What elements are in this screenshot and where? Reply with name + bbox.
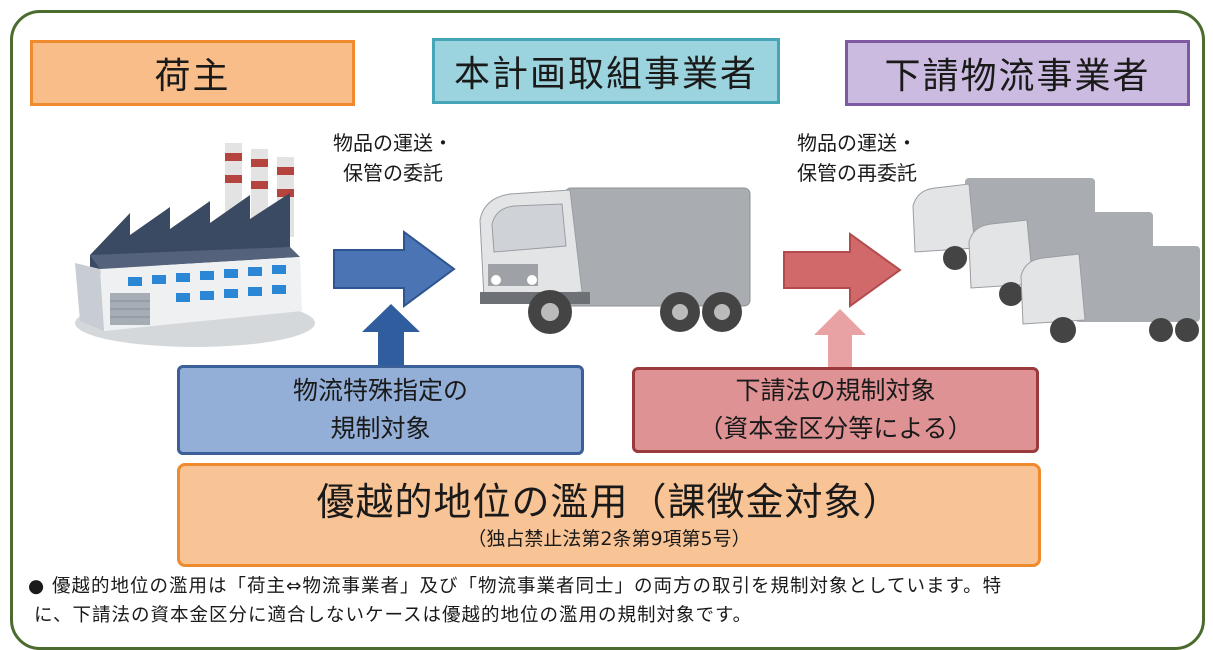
consign-label-line1: 物品の運送・ (333, 131, 453, 155)
reconsign-label-line2: 保管の再委託 (797, 161, 917, 185)
footnote-line2: に、下請法の資本金区分に適合しないケースは優越的地位の濫用の規制対象です。 (34, 605, 753, 626)
header-main-operator: 本計画取組事業者 (432, 38, 780, 104)
header-main-operator-label: 本計画取組事業者 (453, 54, 758, 95)
header-shipper-label: 荷主 (154, 56, 231, 97)
header-subcontractor-label: 下請物流事業者 (884, 56, 1151, 97)
factory-icon (75, 143, 315, 347)
abuse-subtitle: （独占禁止法第2条第9項第5号） (467, 528, 751, 550)
subcontract-up-arrow-icon (814, 309, 866, 367)
truck-fleet-icon (912, 178, 1200, 343)
reconsign-label: 物品の運送・ 保管の再委託 (772, 128, 942, 188)
subcontract-box-line2: （資本金区分等による） (698, 414, 973, 443)
header-subcontractor: 下請物流事業者 (845, 40, 1190, 106)
logistics-box-line2: 規制対象 (330, 414, 431, 443)
abuse-of-dominance-box: 優越的地位の濫用（課徴金対象） （独占禁止法第2条第9項第5号） (177, 463, 1041, 567)
abuse-title: 優越的地位の濫用（課徴金対象） (316, 480, 902, 524)
footnote: ● 優越的地位の濫用は「荷主⇔物流事業者」及び「物流事業者同士」の両方の取引を規… (28, 572, 1198, 630)
reconsign-arrow-icon (783, 232, 902, 308)
reconsign-label-line1: 物品の運送・ (797, 131, 917, 155)
bullet-icon: ● (28, 576, 46, 597)
footnote-line1: ● 優越的地位の濫用は「荷主⇔物流事業者」及び「物流事業者同士」の両方の取引を規… (28, 572, 1198, 601)
header-shipper: 荷主 (30, 40, 355, 106)
consign-label-line2: 保管の委託 (343, 161, 443, 185)
footnote-text1: 優越的地位の濫用は「荷主⇔物流事業者」及び「物流事業者同士」の両方の取引を規制対… (52, 576, 1003, 597)
subcontract-box-line1: 下請法の規制対象 (735, 376, 936, 405)
logistics-up-arrow-icon (362, 304, 420, 370)
consign-label: 物品の運送・ 保管の委託 (318, 128, 468, 188)
logistics-box-line1: 物流特殊指定の (292, 376, 468, 405)
subcontract-act-box: 下請法の規制対象 （資本金区分等による） (632, 367, 1039, 453)
logistics-special-designation-box: 物流特殊指定の 規制対象 (177, 365, 584, 455)
consign-arrow-icon (333, 230, 456, 308)
truck-icon (479, 187, 751, 334)
